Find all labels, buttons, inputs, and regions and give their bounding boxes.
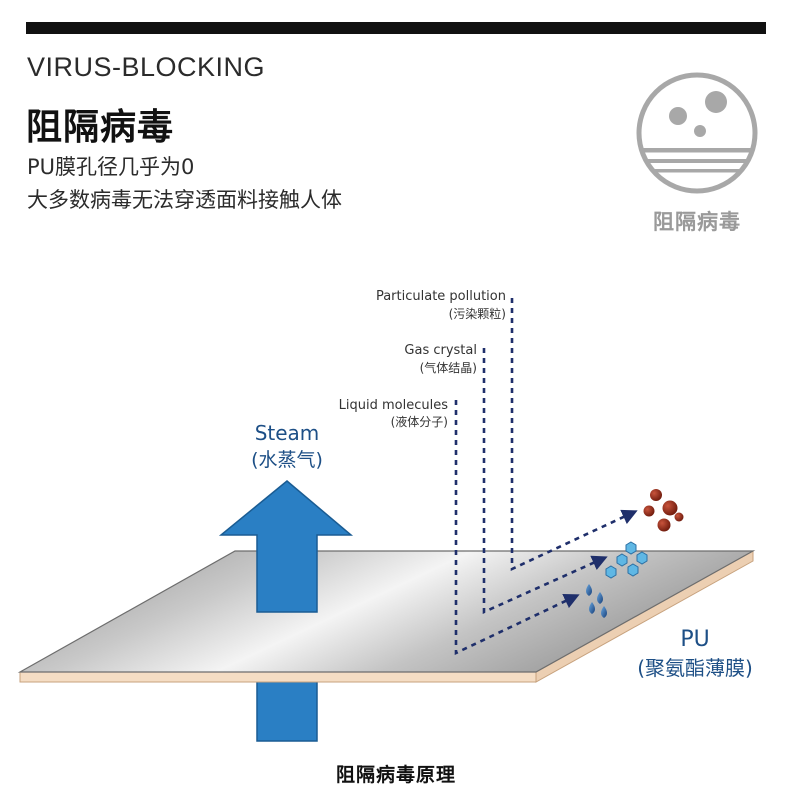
subtitle-line-1: PU膜孔径几乎为0 [27, 155, 195, 179]
top-rule [26, 22, 766, 34]
virus-blocking-diagram: Particulate pollution (污染颗粒) Gas crystal… [17, 289, 756, 742]
particulate-particles [643, 489, 684, 532]
steam-arrow-upper [218, 480, 354, 613]
gas-crystals [605, 541, 648, 579]
particulate-label-en: Particulate pollution [376, 289, 506, 304]
pu-label-en: PU [680, 627, 709, 652]
pu-label-zh: (聚氨酯薄膜) [637, 656, 753, 680]
subtitle-line-2: 大多数病毒无法穿透面料接触人体 [27, 188, 342, 212]
steam-label-zh: (水蒸气) [251, 449, 323, 471]
liquid-path [454, 400, 580, 656]
liquid-label-en: Liquid molecules [339, 398, 449, 413]
liquid-label-zh: (液体分子) [391, 414, 448, 429]
gas-label-en: Gas crystal [404, 343, 477, 358]
virus-blocking-icon [636, 72, 758, 194]
eyebrow-text: VIRUS-BLOCKING [27, 52, 266, 82]
dashed-paths [454, 298, 638, 656]
diagram-caption: 阻隔病毒原理 [335, 764, 456, 786]
gas-label-zh: (气体结晶) [420, 360, 477, 375]
page-title: 阻隔病毒 [26, 107, 175, 148]
pu-membrane-sheet [17, 550, 756, 683]
badge-caption: 阻隔病毒 [653, 210, 741, 234]
liquid-droplets [586, 584, 607, 618]
particulate-label-zh: (污染颗粒) [449, 306, 506, 321]
steam-label-en: Steam [255, 421, 320, 445]
particulate-path [510, 298, 638, 572]
gas-path [482, 348, 608, 615]
